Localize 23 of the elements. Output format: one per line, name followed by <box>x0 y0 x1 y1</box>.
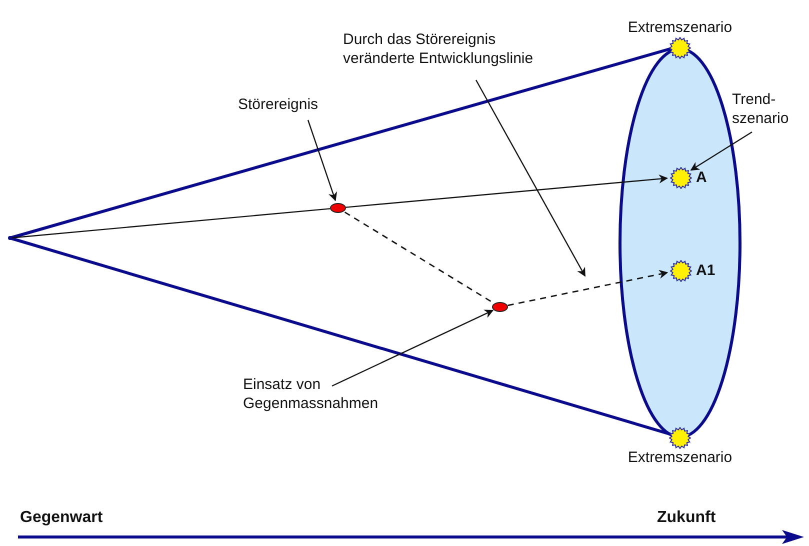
scenario-label: A1 <box>696 262 716 280</box>
event-dot <box>492 302 508 312</box>
arrow <box>508 270 668 306</box>
event-dot <box>330 203 346 213</box>
arrow <box>475 80 586 277</box>
axis-label: Gegenwart <box>20 508 103 527</box>
line <box>344 212 494 304</box>
arrow <box>307 120 338 202</box>
scenario-label: A <box>696 169 707 187</box>
line <box>10 208 330 239</box>
arrow <box>332 310 494 387</box>
line <box>10 47 671 240</box>
arrow <box>346 174 668 208</box>
scenario-label: Extremszenario <box>628 19 732 37</box>
arrow <box>690 132 752 171</box>
line <box>10 236 671 436</box>
axis-label: Zukunft <box>657 508 716 527</box>
annotation-text: Einsatz von Gegenmassnahmen <box>243 375 393 413</box>
apex-point <box>8 236 12 240</box>
scenario-label: Extremszenario <box>628 449 732 467</box>
annotation-text: Störereignis <box>238 95 348 114</box>
annotation-text: Durch das Störereignis veränderte Entwicklungslinie <box>343 30 561 68</box>
annotation-text: Trend- szenario <box>732 90 800 128</box>
